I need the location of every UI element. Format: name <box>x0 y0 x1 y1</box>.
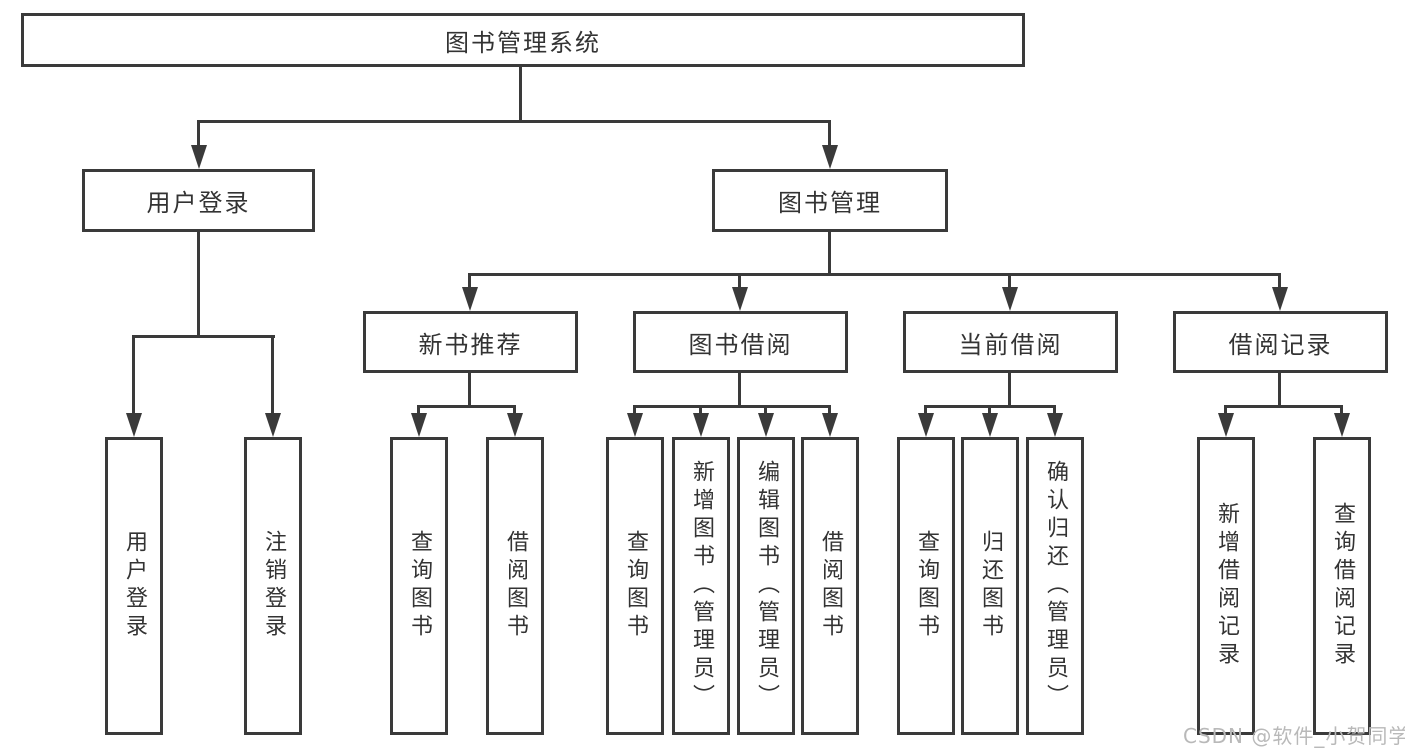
connector-stem-level3 <box>468 273 471 290</box>
connector-stem-leaf <box>132 335 135 415</box>
connector-stem-leaf <box>417 405 420 416</box>
arrow-down-icon <box>732 287 748 311</box>
leaf-label: 编辑图书（管理员） <box>754 460 779 712</box>
node-current-borrowing: 当前借阅 <box>903 311 1118 373</box>
leaf-borrow-books-1: 借阅图书 <box>486 437 544 735</box>
connector-drop-book-management <box>828 232 831 276</box>
leaf-label: 新增借阅记录 <box>1214 502 1239 670</box>
arrow-down-icon <box>982 413 998 437</box>
connector-drop-new-book <box>468 373 471 408</box>
arrow-down-icon <box>191 145 207 169</box>
leaf-edit-books-admin: 编辑图书（管理员） <box>737 437 795 735</box>
arrow-down-icon <box>1047 413 1063 437</box>
connector-drop-user-login <box>197 232 200 338</box>
arrow-down-icon <box>507 413 523 437</box>
node-book-borrowing: 图书借阅 <box>633 311 848 373</box>
csdn-watermark: CSDN @软件_小贺同学 <box>1183 724 1405 748</box>
leaf-label: 确认归还（管理员） <box>1043 460 1068 712</box>
node-borrowing-records: 借阅记录 <box>1173 311 1388 373</box>
connector-stem-leaf <box>699 405 702 416</box>
leaf-logout: 注销登录 <box>244 437 302 735</box>
leaf-label: 借阅图书 <box>503 530 528 642</box>
arrow-down-icon <box>918 413 934 437</box>
connector-group-bar <box>633 405 831 408</box>
leaf-query-books-3: 查询图书 <box>897 437 955 735</box>
connector-user-login-bar <box>132 335 275 338</box>
arrow-down-icon <box>411 413 427 437</box>
arrow-down-icon <box>822 413 838 437</box>
arrow-down-icon <box>462 287 478 311</box>
leaf-borrow-books-2: 借阅图书 <box>801 437 859 735</box>
leaf-query-books-2: 查询图书 <box>606 437 664 735</box>
leaf-return-books: 归还图书 <box>961 437 1019 735</box>
connector-level3-bar <box>468 273 1281 276</box>
connector-stem-book-management <box>828 120 831 147</box>
node-new-book-recommendation: 新书推荐 <box>363 311 578 373</box>
leaf-query-books-1: 查询图书 <box>390 437 448 735</box>
connector-drop-borrow-records <box>1278 373 1281 408</box>
leaf-label: 用户登录 <box>122 530 147 642</box>
connector-stem-leaf <box>513 405 516 416</box>
node-user-login: 用户登录 <box>82 169 315 232</box>
leaf-label: 新增图书（管理员） <box>689 460 714 712</box>
node-book-management: 图书管理 <box>712 169 948 232</box>
connector-stem-leaf <box>1224 405 1227 416</box>
connector-stem-leaf <box>764 405 767 416</box>
connector-stem-leaf <box>271 335 274 415</box>
connector-stem-leaf <box>1340 405 1343 416</box>
connector-drop-current-borrow <box>1008 373 1011 408</box>
connector-stem-leaf <box>924 405 927 416</box>
leaf-label: 归还图书 <box>978 530 1003 642</box>
leaf-add-books-admin: 新增图书（管理员） <box>672 437 730 735</box>
leaf-query-borrow-record: 查询借阅记录 <box>1313 437 1371 735</box>
leaf-label: 查询图书 <box>623 530 648 642</box>
leaf-add-borrow-record: 新增借阅记录 <box>1197 437 1255 735</box>
connector-stem-user-login <box>197 120 200 147</box>
arrow-down-icon <box>1272 287 1288 311</box>
arrow-down-icon <box>1002 287 1018 311</box>
connector-stem-level3 <box>1278 273 1281 290</box>
leaf-label: 查询借阅记录 <box>1330 502 1355 670</box>
leaf-confirm-return-admin: 确认归还（管理员） <box>1026 437 1084 735</box>
connector-stem-level3 <box>1008 273 1011 290</box>
leaf-label: 查询图书 <box>914 530 939 642</box>
arrow-down-icon <box>693 413 709 437</box>
arrow-down-icon <box>758 413 774 437</box>
arrow-down-icon <box>1334 413 1350 437</box>
arrow-down-icon <box>627 413 643 437</box>
arrow-down-icon <box>265 413 281 437</box>
leaf-label: 注销登录 <box>261 530 286 642</box>
connector-root-trunk <box>519 66 522 123</box>
connector-stem-leaf <box>828 405 831 416</box>
leaf-user-login: 用户登录 <box>105 437 163 735</box>
connector-group-bar <box>417 405 516 408</box>
leaf-label: 查询图书 <box>407 530 432 642</box>
arrow-down-icon <box>1218 413 1234 437</box>
connector-stem-leaf <box>633 405 636 416</box>
connector-stem-leaf <box>1053 405 1056 416</box>
connector-stem-leaf <box>988 405 991 416</box>
connector-drop-book-borrow <box>738 373 741 408</box>
connector-level2-bar <box>197 120 831 123</box>
connector-group-bar <box>1224 405 1343 408</box>
connector-stem-level3 <box>738 273 741 290</box>
node-root-library-management-system: 图书管理系统 <box>21 13 1025 67</box>
arrow-down-icon <box>126 413 142 437</box>
arrow-down-icon <box>822 145 838 169</box>
leaf-label: 借阅图书 <box>818 530 843 642</box>
